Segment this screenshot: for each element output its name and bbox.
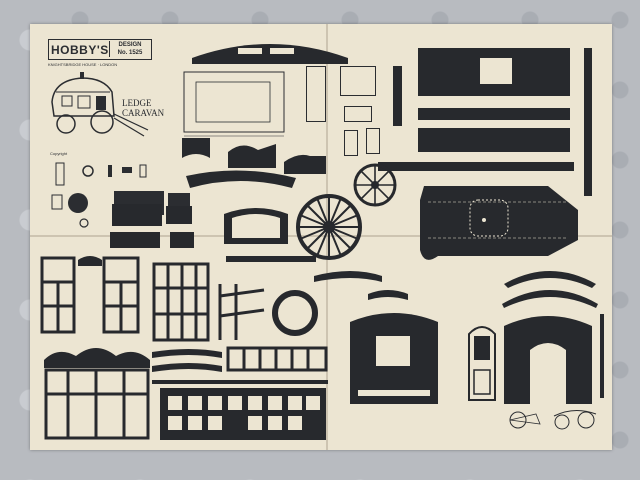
- window-frame-part: [340, 66, 376, 96]
- large-wheel: [296, 194, 362, 260]
- small-parts-left: [51, 162, 190, 228]
- edge-strip-part: [584, 48, 592, 196]
- door-grid-part: [152, 262, 210, 342]
- small-panel-part: [344, 130, 358, 156]
- company-address: KNIGHTSBRIDGE HOUSE · LONDON: [48, 62, 118, 67]
- center-strip: [226, 256, 316, 262]
- long-board-part: [418, 108, 570, 120]
- arched-window-frame: [224, 208, 288, 244]
- ring-part: [272, 290, 318, 336]
- model-title-line1: LEDGE: [122, 98, 152, 108]
- door-part: [468, 326, 496, 401]
- rear-gable-part: [504, 316, 592, 404]
- small-frame-part: [344, 106, 372, 122]
- railing-strips: [152, 346, 328, 440]
- roof-arch-part: [192, 44, 348, 64]
- gable-end-part: [350, 313, 438, 404]
- chassis-part: [420, 186, 578, 260]
- side-panel-outline: [306, 66, 326, 122]
- base-strip-part: [378, 162, 574, 171]
- floor-outline: [183, 71, 285, 137]
- plan-sheet: HOBBY'S DESIGN No. 1525 KNIGHTSBRIDGE HO…: [30, 24, 612, 450]
- roof-curves-right: [502, 271, 598, 308]
- brand-name: HOBBY'S: [51, 43, 109, 57]
- hobbys-logo: HOBBY'S DESIGN No. 1525: [48, 39, 152, 60]
- mid-block-4: [170, 232, 194, 248]
- shafts-part: [218, 284, 265, 340]
- right-edge-strip: [600, 314, 604, 398]
- window-frames-left: [40, 256, 140, 334]
- vertical-fold: [326, 24, 328, 450]
- copyright-note: Copyright: [50, 151, 68, 156]
- curved-parts: [182, 138, 326, 188]
- vertical-strip-part: [393, 66, 402, 126]
- design-label: DESIGN: [118, 42, 142, 48]
- curved-strips-center: [314, 271, 408, 300]
- roof-board-part: [418, 48, 570, 96]
- caravan-illustration: [51, 72, 149, 137]
- mid-block-1: [112, 204, 162, 226]
- model-title: LEDGE CARAVAN: [122, 98, 164, 118]
- mid-block-2: [166, 206, 192, 224]
- ornate-frame-part: [44, 348, 150, 440]
- model-title-line2: CARAVAN: [122, 108, 165, 118]
- design-number: No. 1525: [117, 50, 143, 56]
- small-door-part: [366, 128, 380, 154]
- assembly-sketches: [509, 410, 597, 430]
- mid-block-3: [110, 232, 160, 248]
- lower-board-part: [418, 128, 570, 152]
- small-wheel: [353, 163, 397, 207]
- design-number-box: DESIGN No. 1525: [109, 41, 150, 57]
